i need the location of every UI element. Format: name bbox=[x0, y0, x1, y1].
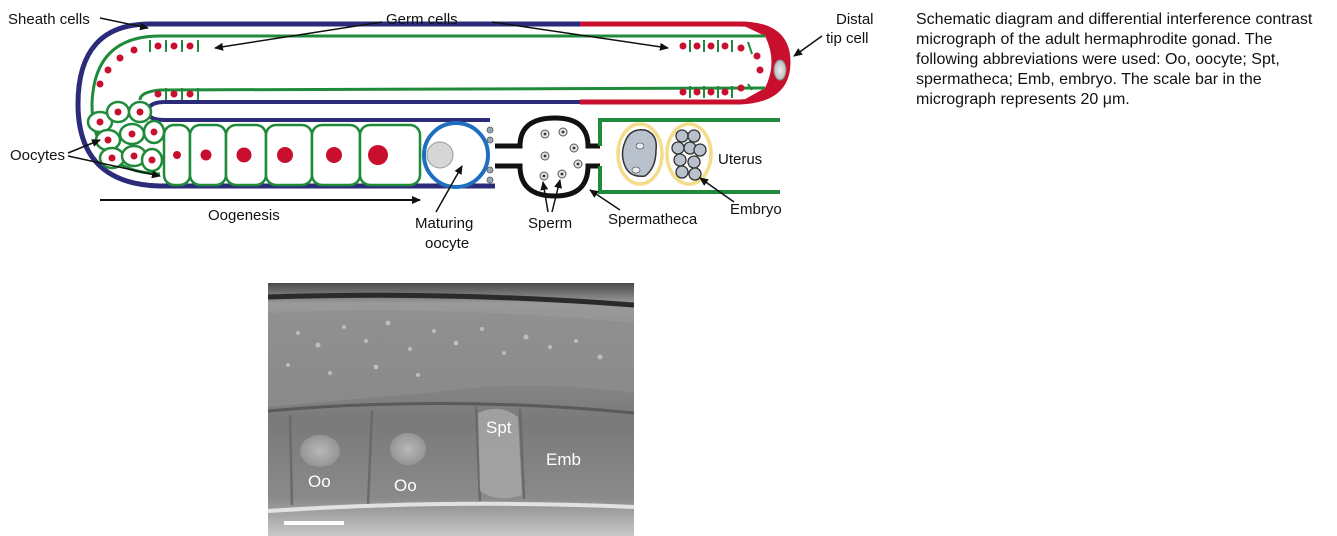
arrow-distal-tip bbox=[794, 36, 822, 56]
germ-cells-distal-top bbox=[680, 40, 764, 74]
label-distal-line1: Distal bbox=[836, 11, 874, 28]
label-maturing-line2: oocyte bbox=[425, 235, 469, 252]
micro-label-oo-left: Oo bbox=[308, 472, 331, 491]
micro-label-emb: Emb bbox=[546, 450, 581, 469]
label-embryo: Embryo bbox=[730, 201, 782, 218]
scale-bar bbox=[284, 521, 344, 525]
germline-tube-inner bbox=[140, 88, 765, 100]
oocyte-nucleus-left bbox=[300, 435, 340, 467]
label-spermatheca: Spermatheca bbox=[608, 211, 698, 228]
sperm-cells bbox=[540, 128, 582, 180]
oocyte-nucleus-right bbox=[390, 433, 426, 465]
maturing-oocyte-nucleus bbox=[427, 142, 453, 168]
dic-micrograph: Oo Oo Spt Emb bbox=[268, 283, 634, 536]
micro-label-spt: Spt bbox=[486, 418, 512, 437]
label-uterus: Uterus bbox=[718, 151, 762, 168]
label-sheath-cells: Sheath cells bbox=[8, 11, 90, 28]
gonad-schematic: Sheath cells Germ cells Distal tip cell … bbox=[0, 0, 900, 260]
label-oocytes: Oocytes bbox=[10, 147, 65, 164]
label-sperm: Sperm bbox=[528, 215, 572, 232]
micro-label-oo-right: Oo bbox=[394, 476, 417, 495]
label-maturing-line1: Maturing bbox=[415, 215, 473, 232]
label-oogenesis: Oogenesis bbox=[208, 207, 280, 224]
label-distal-line2: tip cell bbox=[826, 30, 869, 47]
figure-caption: Schematic diagram and differential inter… bbox=[916, 10, 1334, 110]
embryo-one-cell-nucleus-2 bbox=[632, 167, 640, 173]
embryo-one-cell-nucleus bbox=[636, 143, 644, 149]
label-germ-cells: Germ cells bbox=[386, 11, 458, 28]
sheath-inner-blue bbox=[148, 102, 580, 120]
germ-cells-distal-bottom bbox=[680, 84, 753, 98]
distal-tip-cell bbox=[774, 60, 786, 80]
